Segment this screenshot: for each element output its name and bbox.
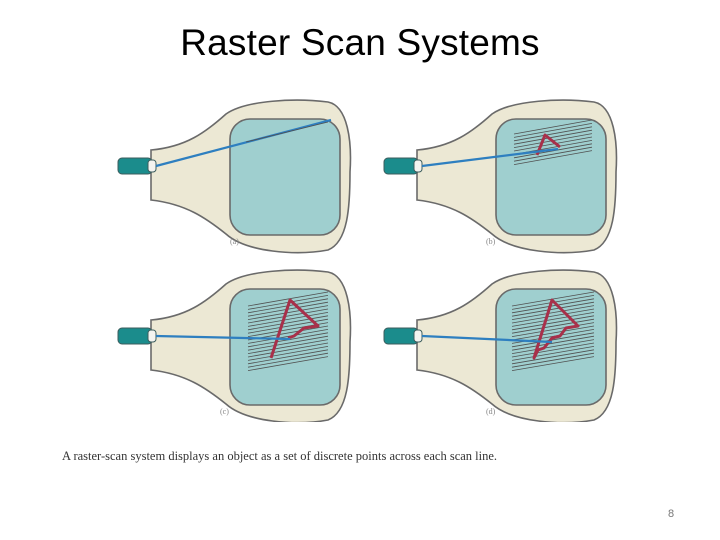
scan-line: [513, 150, 593, 165]
gun-nozzle: [147, 159, 157, 173]
panel-b: (b): [383, 99, 618, 254]
scan-line: [511, 356, 595, 371]
scan-line: [513, 146, 593, 162]
scan-line: [511, 298, 595, 314]
scan-line: [511, 301, 595, 317]
panel-c: (c): [117, 269, 352, 422]
scan-line: [513, 129, 593, 145]
electron-gun: [383, 327, 419, 345]
scan-line: [247, 346, 329, 361]
scan-line: [247, 342, 329, 358]
scan-line: [247, 312, 329, 327]
raster-object: [532, 298, 580, 360]
scan-line: [513, 143, 593, 159]
panel-label-b: (b): [486, 237, 496, 246]
scan-line: [511, 325, 595, 341]
gun-nozzle: [413, 159, 423, 173]
scan-line: [511, 332, 595, 348]
panel-label-d: (d): [486, 407, 496, 416]
electron-gun: [117, 157, 153, 175]
crt-screen: [229, 118, 341, 236]
scan-line: [511, 308, 595, 324]
scan-line: [247, 335, 329, 351]
raster-object: [269, 298, 320, 359]
crt-screen: [495, 118, 607, 236]
scan-line: [247, 349, 329, 365]
scan-line: [511, 352, 595, 368]
scan-line: [511, 346, 595, 361]
scan-line: [247, 339, 329, 354]
scan-line: [511, 312, 595, 327]
scan-line: [513, 126, 593, 142]
scan-line: [247, 356, 329, 371]
electron-beam: [155, 334, 291, 341]
scan-line: [247, 352, 329, 368]
electron-beam: [155, 118, 332, 168]
scan-line: [511, 315, 595, 331]
panel-label-a: (a): [230, 237, 239, 246]
scan-line: [511, 339, 595, 354]
scan-line: [247, 291, 329, 307]
slide-title: Raster Scan Systems: [180, 22, 540, 63]
panel-d: (d): [383, 269, 618, 422]
electron-beam: [421, 147, 559, 168]
scan-lines: [247, 291, 329, 371]
scan-line: [513, 136, 593, 152]
raster-object: [535, 133, 561, 156]
slide-number: 8: [668, 508, 675, 520]
scan-line: [511, 322, 595, 337]
gun-nozzle: [413, 329, 423, 343]
scan-line: [247, 329, 329, 344]
panel-label-c: (c): [220, 407, 229, 416]
gun-nozzle: [147, 329, 157, 343]
scan-line: [247, 305, 329, 320]
scan-line: [511, 305, 595, 320]
electron-gun: [117, 327, 153, 345]
panel-a: (a): [117, 99, 352, 254]
scan-line: [513, 119, 593, 135]
electron-beam: [421, 334, 553, 344]
electron-gun: [383, 157, 419, 175]
figure-caption: A raster-scan system displays an object …: [62, 449, 498, 463]
scan-line: [511, 318, 595, 334]
scan-line: [511, 342, 595, 358]
scan-line: [511, 335, 595, 351]
scan-line: [247, 308, 329, 324]
scan-line: [513, 123, 593, 138]
raster-scan-figure: (a) (b) (c) (d): [117, 99, 618, 422]
scan-line: [511, 349, 595, 365]
scan-line: [247, 315, 329, 331]
scan-line: [245, 121, 329, 143]
